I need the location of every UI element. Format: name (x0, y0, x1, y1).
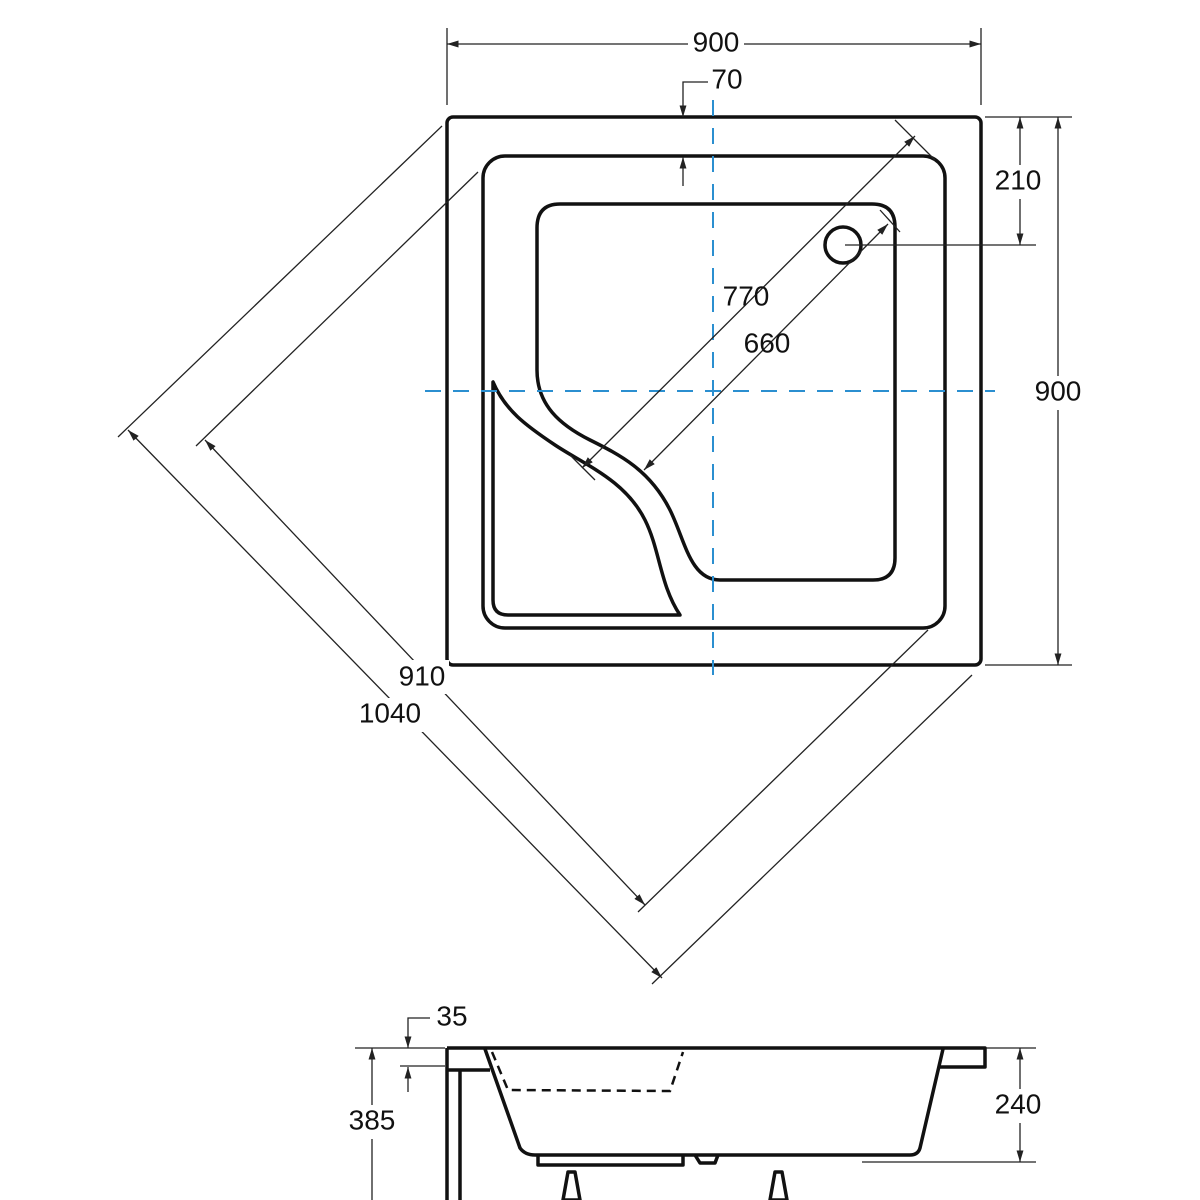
dim-width-900: 900 (693, 26, 740, 57)
dim-rim-70: 70 (711, 63, 742, 94)
dim-diag-770: 770 (723, 280, 770, 311)
dim-drain-210: 210 (995, 164, 1042, 195)
dim-diag-910: 910 (399, 660, 446, 691)
dim-height-385: 385 (349, 1104, 396, 1135)
dim-rim-35: 35 (436, 1000, 467, 1031)
section-view: 385 35 240 (345, 1000, 1048, 1200)
plan-view (425, 100, 995, 675)
dim-depth-240: 240 (995, 1088, 1042, 1119)
plan-dimensions: 900 70 210 900 770 660 910 1040 (117, 26, 1086, 985)
dim-diag-1040: 1040 (359, 697, 421, 728)
tray-seat (491, 380, 682, 617)
dim-depth-900: 900 (1035, 375, 1082, 406)
seat-profile-hidden (490, 1051, 685, 1093)
tray-basin (535, 202, 897, 582)
dim-diag-660: 660 (744, 327, 791, 358)
